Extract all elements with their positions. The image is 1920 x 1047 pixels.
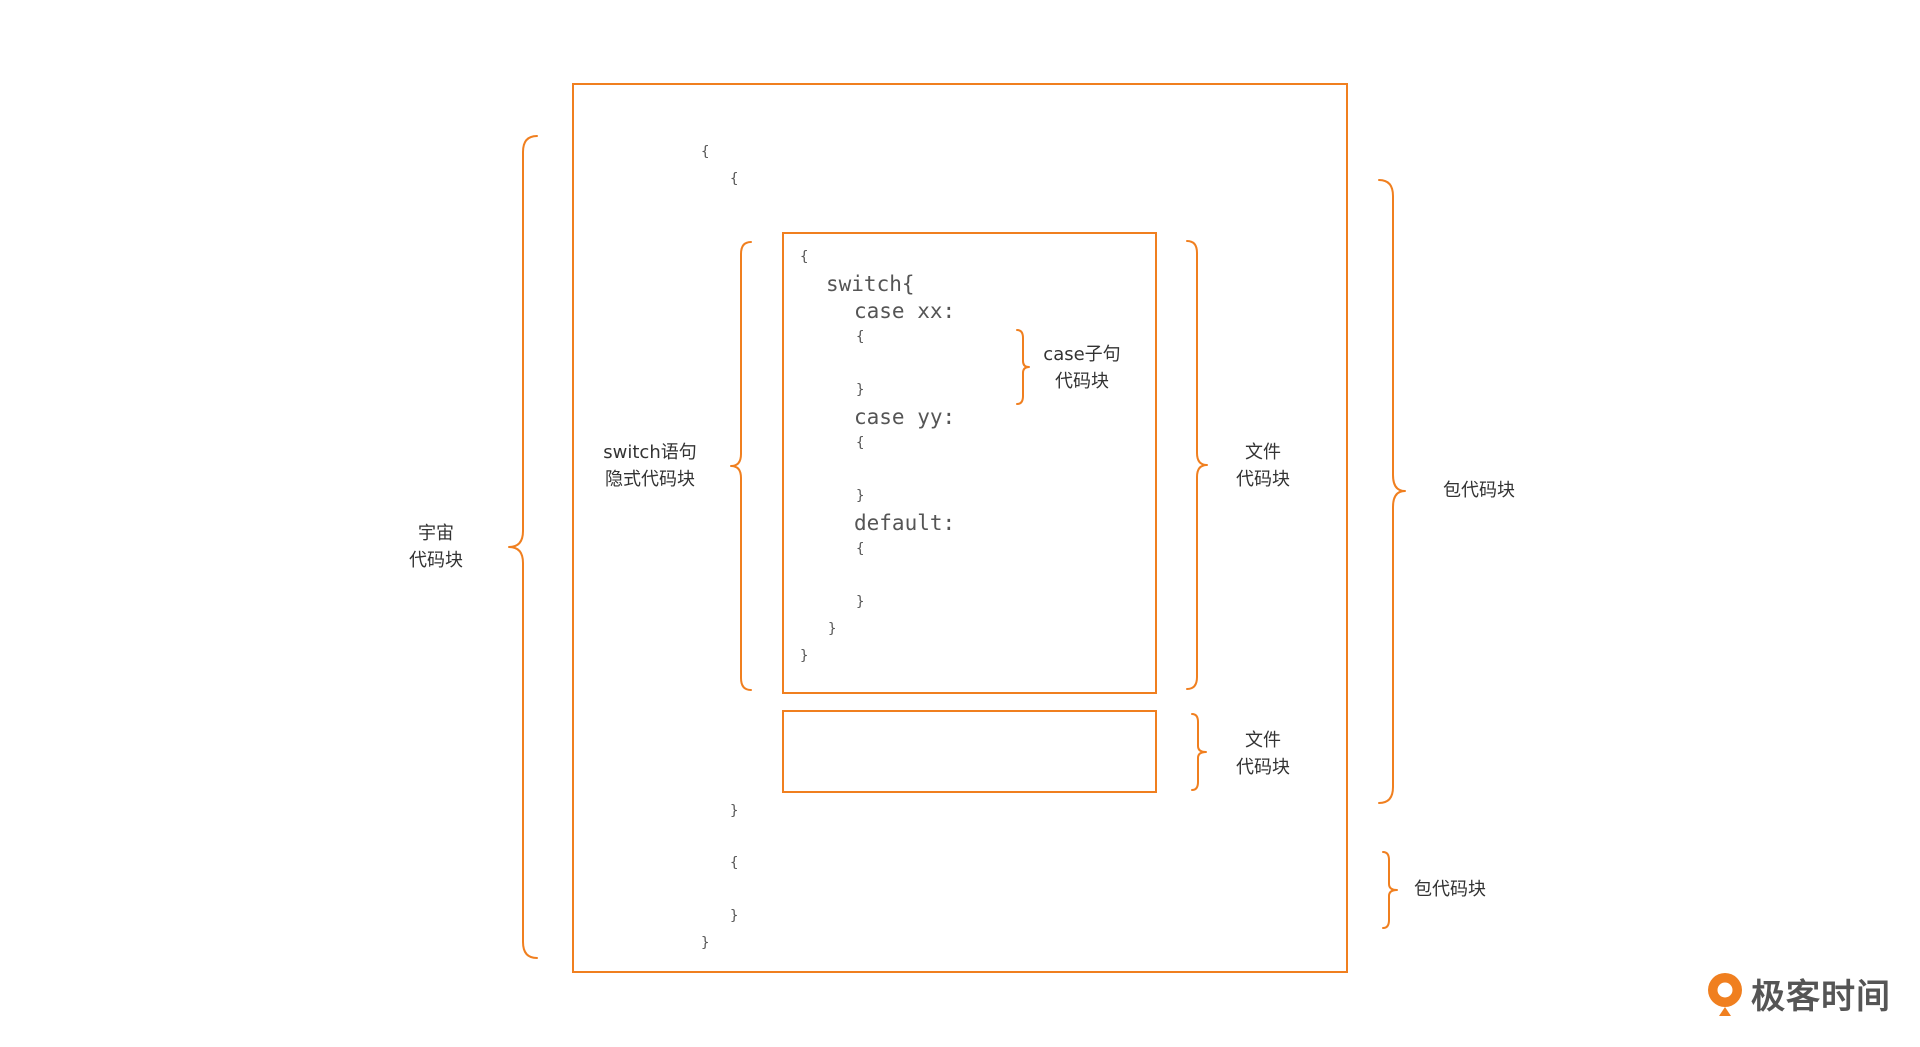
package-brace-2 — [1381, 850, 1401, 930]
file-block-label-2: 文件 代码块 — [1213, 727, 1313, 781]
universe-block-label: 宇宙 代码块 — [386, 520, 486, 574]
case-xx-close: } — [856, 382, 865, 398]
case-xx-open: { — [856, 329, 865, 345]
second-package-open-brace: { — [730, 855, 739, 871]
switch-block-close: } — [800, 648, 809, 664]
file-block-label-1: 文件 代码块 — [1213, 439, 1313, 493]
geektime-logo-icon — [1708, 972, 1742, 1016]
case-clause-block-label: case子句 代码块 — [1032, 341, 1132, 395]
switch-file-block-box — [782, 232, 1157, 694]
switch-implicit-block-label-line1: switch语句 — [603, 442, 697, 463]
case-clause-block-label-line1: case子句 — [1043, 344, 1121, 365]
geektime-logo: 极客时间 — [1705, 969, 1891, 1018]
second-package-close-brace: } — [730, 908, 739, 924]
case-xx-label: case xx: — [854, 299, 956, 323]
default-label: default: — [854, 511, 956, 535]
case-yy-label: case yy: — [854, 405, 956, 429]
default-close: } — [856, 594, 865, 610]
inner-open-brace: { — [730, 171, 739, 187]
case-yy-open: { — [856, 435, 865, 451]
file-brace-1 — [1185, 239, 1211, 691]
package-brace-1 — [1377, 178, 1407, 805]
outer-open-brace: { — [701, 144, 710, 160]
outer-close-brace: } — [701, 935, 710, 951]
case-yy-close: } — [856, 488, 865, 504]
case-clause-brace — [1015, 328, 1033, 406]
case-clause-block-label-line2: 代码块 — [1055, 371, 1109, 392]
universe-block-box — [572, 83, 1348, 973]
switch-implicit-block-label: switch语句 隐式代码块 — [590, 439, 710, 493]
file-brace-2 — [1190, 712, 1210, 792]
file-block-label-1-line2: 代码块 — [1236, 469, 1290, 490]
universe-brace — [505, 134, 539, 960]
switch-implicit-brace — [727, 240, 753, 692]
universe-block-label-line2: 代码块 — [409, 550, 463, 571]
universe-block-label-line1: 宇宙 — [418, 523, 454, 544]
switch-implicit-block-label-line2: 隐式代码块 — [605, 469, 695, 490]
inner-close-brace: } — [730, 803, 739, 819]
default-open: { — [856, 541, 865, 557]
package-block-label-1: 包代码块 — [1443, 480, 1515, 501]
package-block-label-2: 包代码块 — [1414, 879, 1486, 900]
switch-close: } — [828, 621, 837, 637]
switch-block-open: { — [800, 249, 809, 265]
second-file-block-box — [782, 710, 1157, 793]
geektime-logo-text: 极客时间 — [1751, 977, 1891, 1017]
file-block-label-2-line2: 代码块 — [1236, 757, 1290, 778]
switch-keyword: switch{ — [826, 272, 915, 296]
file-block-label-2-line1: 文件 — [1245, 730, 1281, 751]
file-block-label-1-line1: 文件 — [1245, 442, 1281, 463]
